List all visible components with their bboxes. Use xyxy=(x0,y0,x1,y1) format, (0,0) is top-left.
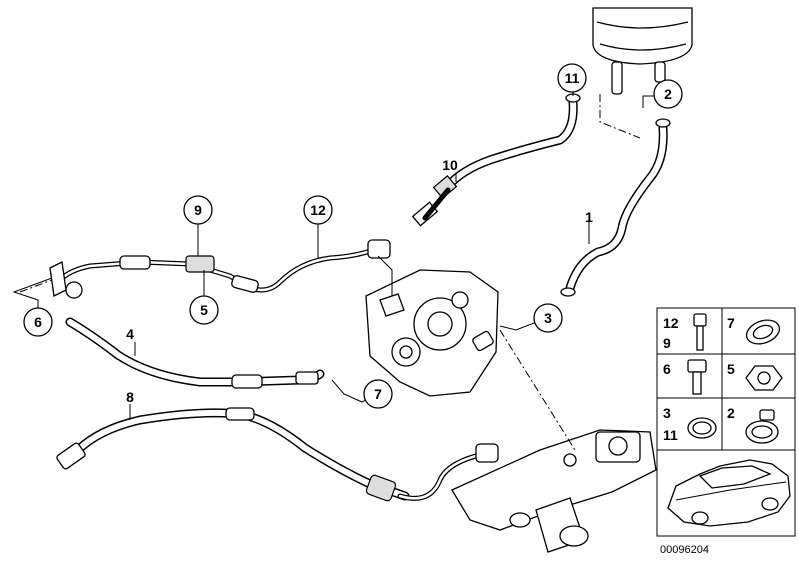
callout-12: 12 xyxy=(303,195,333,225)
key-label-2: 2 xyxy=(727,405,735,421)
key-label-3: 3 xyxy=(663,405,671,421)
key-label-12: 12 xyxy=(663,315,679,331)
fluid-reservoir xyxy=(592,7,693,139)
svg-text:11: 11 xyxy=(565,70,580,86)
label-10: 10 xyxy=(442,157,458,173)
lower-hose xyxy=(56,407,499,502)
svg-text:5: 5 xyxy=(200,302,208,318)
svg-text:2: 2 xyxy=(664,86,672,102)
feed-hose xyxy=(65,317,325,389)
catalog-number: 00096204 xyxy=(660,544,709,556)
return-hose xyxy=(411,93,581,227)
banjo-bolt-icon xyxy=(693,313,707,351)
car-silhouette-icon xyxy=(667,459,791,527)
bracket-link xyxy=(19,279,53,293)
callout-6: 6 xyxy=(23,307,53,337)
key-label-5: 5 xyxy=(727,361,735,377)
seal-ring-icon xyxy=(745,319,781,345)
hex-nut-icon xyxy=(745,365,783,391)
label-8: 8 xyxy=(126,389,134,405)
key-label-11: 11 xyxy=(663,427,678,443)
pressure-hose-upper xyxy=(49,239,391,299)
callout-7: 7 xyxy=(363,379,393,409)
key-label-6: 6 xyxy=(663,361,671,377)
parts-key-panel: 12 9 7 6 5 3 11 2 xyxy=(656,307,796,537)
key-label-7: 7 xyxy=(727,315,735,331)
steering-pump xyxy=(365,269,499,397)
svg-text:3: 3 xyxy=(544,310,552,326)
callout-5: 5 xyxy=(189,295,219,325)
callout-9: 9 xyxy=(183,195,213,225)
svg-text:12: 12 xyxy=(310,202,326,218)
key-label-9: 9 xyxy=(663,335,671,351)
callout-2: 2 xyxy=(653,79,683,109)
svg-text:9: 9 xyxy=(194,202,202,218)
steering-rack xyxy=(451,429,657,553)
suction-hose xyxy=(560,118,671,297)
callout-3: 3 xyxy=(533,303,563,333)
svg-text:7: 7 xyxy=(374,386,382,402)
svg-text:6: 6 xyxy=(34,314,42,330)
pump-rack-link xyxy=(499,329,576,451)
callout-11: 11 xyxy=(557,63,587,93)
label-1: 1 xyxy=(585,209,593,225)
hex-bolt-icon xyxy=(687,359,707,395)
hose-clamp-icon xyxy=(687,417,717,439)
screw-clamp-icon xyxy=(745,409,779,444)
label-4: 4 xyxy=(126,326,134,342)
